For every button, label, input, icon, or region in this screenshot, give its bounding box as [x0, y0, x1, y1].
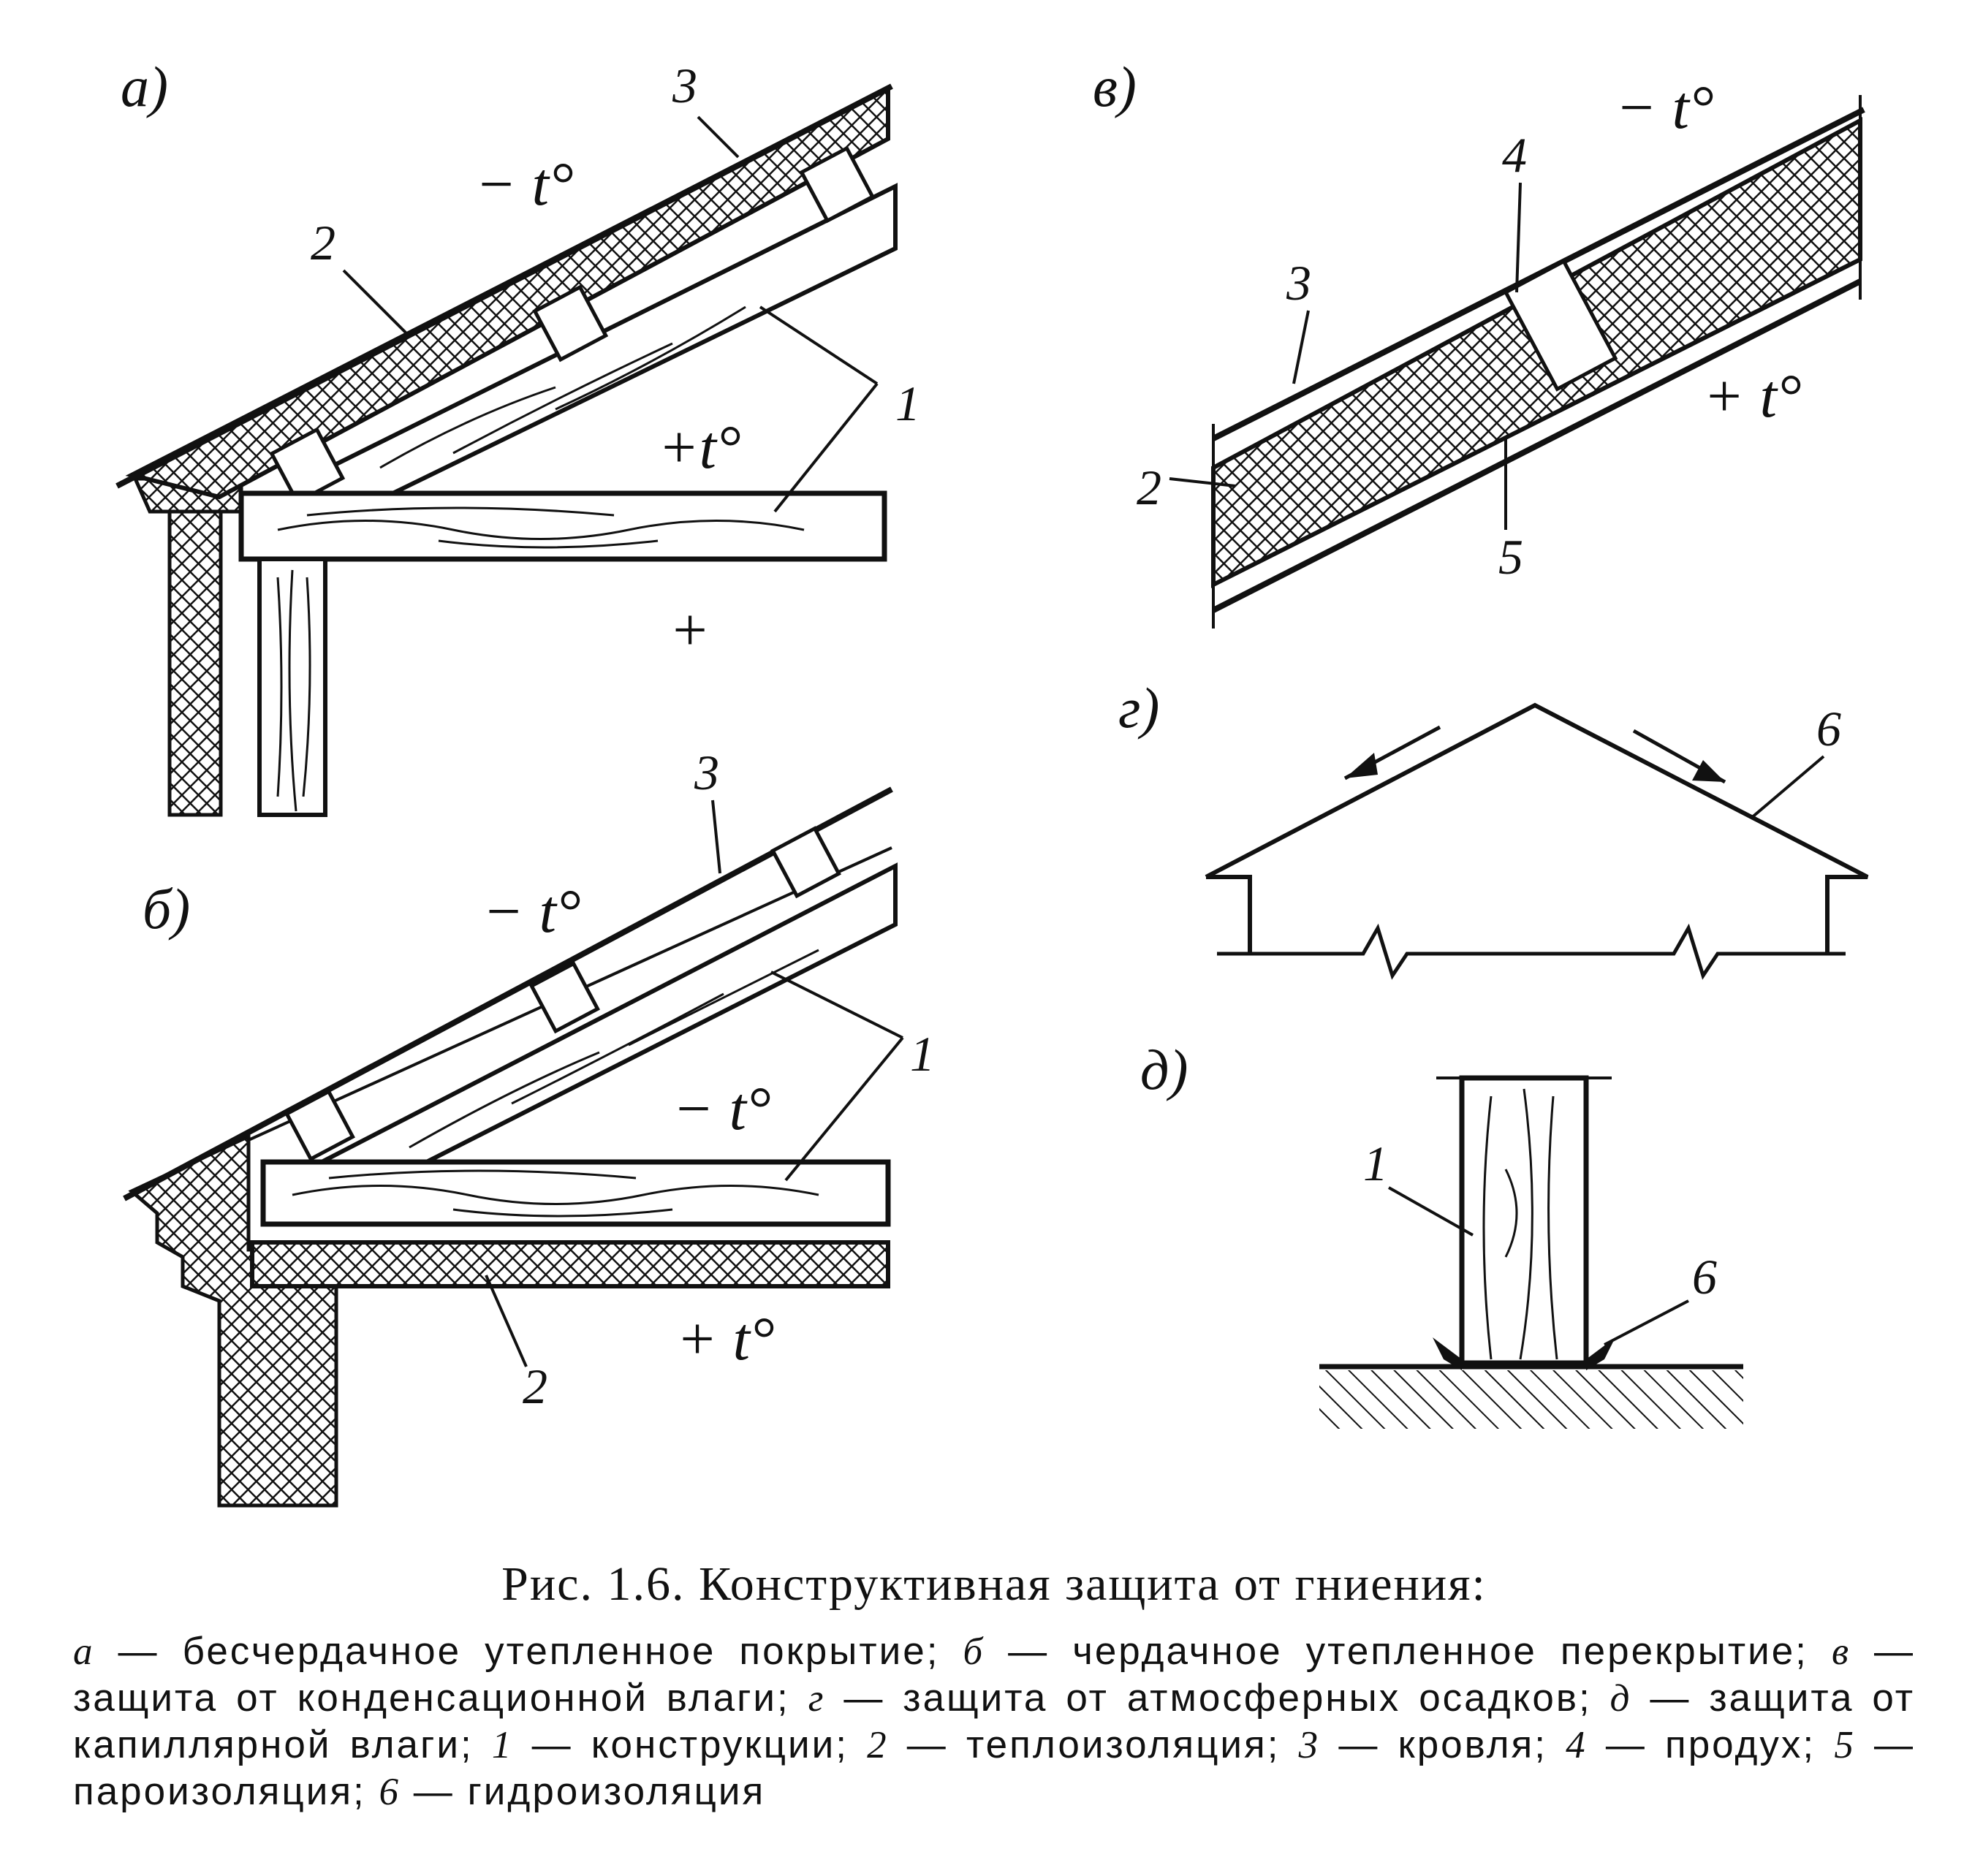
caption-legend: а — бесчердачное утепленное покрытие; б …	[73, 1628, 1915, 1815]
panel-a-label-1: 1	[895, 376, 920, 431]
panel-d-label: д)	[1140, 1038, 1188, 1101]
panel-v-temp-inside: + t°	[1703, 362, 1802, 430]
panel-g-label: г)	[1118, 676, 1159, 740]
panel-g-floor-line	[1217, 923, 1846, 980]
panel-d-waterproofing-right	[1586, 1337, 1615, 1370]
legend-item-d: д — защита от капиллярной влаги;	[73, 1676, 1916, 1766]
panel-b-ceiling-beam	[260, 1159, 891, 1227]
panel-a-wall-insulation	[167, 476, 223, 817]
panel-v-air-gap-block	[1503, 259, 1618, 392]
legend-item-1: 1 — конструкции;	[491, 1723, 849, 1766]
panel-a-temp-below: +	[669, 596, 710, 664]
panel-v-label: в)	[1093, 55, 1137, 118]
figure-caption: Рис. 1.6. Конструктивная защита от гниен…	[73, 1557, 1915, 1815]
panel-v-label-3: 3	[1286, 255, 1311, 311]
legend-item-4: 4 — продух;	[1566, 1723, 1816, 1766]
panel-a: а) − t° +t° + 3 2 1	[115, 55, 920, 817]
panel-g-label-6: 6	[1816, 701, 1841, 756]
panel-a-block-2	[532, 284, 609, 362]
panel-a-block-1	[269, 427, 346, 505]
panel-a-label-2: 2	[311, 215, 335, 270]
legend-item-3: 3 — кровля;	[1298, 1723, 1547, 1766]
panel-a-label: а)	[121, 55, 168, 118]
panel-d-label-6: 6	[1692, 1249, 1717, 1305]
legend-item-6: 6 — гидроизоляция	[379, 1770, 766, 1813]
panel-a-label-3: 3	[672, 58, 697, 113]
panel-b-rafter	[319, 862, 898, 1209]
panel-b-roof-line	[123, 786, 893, 1201]
panel-a-block-3	[799, 145, 876, 224]
panel-b-label-2: 2	[523, 1359, 547, 1414]
legend-item-b: б — чердачное утепленное перекрытие;	[963, 1630, 1808, 1673]
legend-item-5: 5 — пароизоляция;	[73, 1723, 1916, 1813]
panel-v: в) − t° + t° 4 3 2 5	[1093, 55, 1865, 629]
panel-b-block-2	[528, 961, 600, 1034]
panel-a-temp-inside: +t°	[658, 414, 741, 482]
panel-b-wall-insulation	[128, 1133, 338, 1508]
panel-b-temp-attic: − t°	[672, 1075, 771, 1143]
panel-b-block-3	[770, 826, 841, 899]
panel-v-label-2: 2	[1137, 460, 1161, 515]
panel-d-post	[1459, 1075, 1589, 1366]
panel-a-roof-line	[115, 83, 893, 489]
panel-b-temp-outside: − t°	[482, 878, 581, 946]
panel-v-label-4: 4	[1502, 127, 1527, 183]
panel-b-label-1: 1	[910, 1026, 935, 1082]
panel-b-temp-room: + t°	[676, 1305, 775, 1373]
panel-d-label-1: 1	[1363, 1136, 1388, 1191]
caption-title: Рис. 1.6. Конструктивная защита от гниен…	[501, 1557, 1487, 1611]
panel-g: г) 6	[1118, 676, 1869, 980]
legend-item-g: г — защита от атмосферных осадков;	[808, 1676, 1592, 1720]
panel-v-label-5: 5	[1498, 529, 1523, 585]
panel-g-roof-outline	[1205, 702, 1869, 954]
panel-a-temp-outside: − t°	[475, 151, 574, 219]
panel-v-temp-outside: − t°	[1615, 74, 1714, 142]
panel-b: б) − t° − t° + t° 3 1 2	[123, 745, 935, 1508]
panel-b-label-3: 3	[694, 745, 719, 800]
panel-d-waterproofing-left	[1433, 1337, 1462, 1370]
legend-item-a: а — бесчердачное утепленное покрытие;	[73, 1630, 940, 1673]
panel-b-ceiling-insulation	[250, 1240, 890, 1288]
panel-b-block-1	[284, 1089, 355, 1162]
panel-v-vapor-barrier	[1212, 278, 1862, 613]
legend-item-2: 2 — теплоизоляция;	[867, 1723, 1281, 1766]
panel-b-label: б)	[143, 877, 190, 941]
panel-d: д) 1 6	[1140, 1038, 1743, 1429]
panel-d-ground-hatch	[1319, 1370, 1743, 1429]
legend-item-v: в — защита от конденсационной влаги;	[73, 1630, 1915, 1720]
